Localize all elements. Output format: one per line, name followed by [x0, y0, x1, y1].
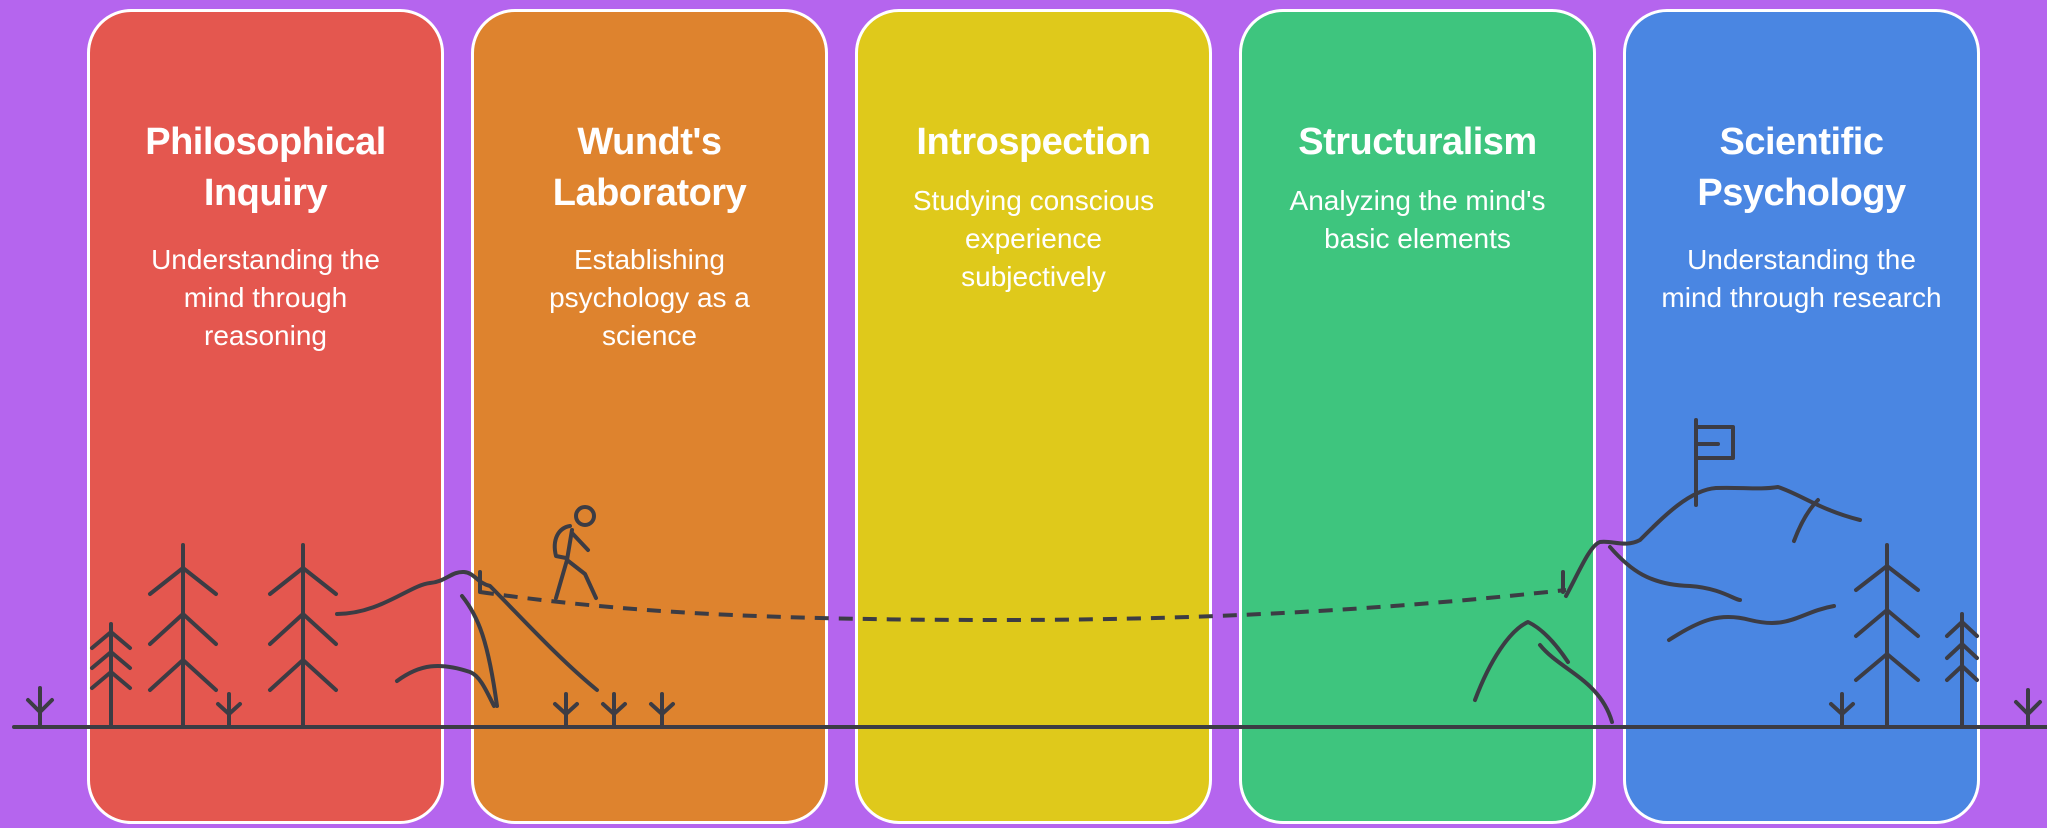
grass-icon [26, 686, 54, 729]
stage-description: Understanding the mind through reasoning [151, 244, 380, 351]
stage-card-introspection: Introspection Studying conscious experie… [855, 9, 1212, 824]
stage-card-philosophical-inquiry: Philosophical Inquiry Understanding the … [87, 9, 444, 824]
stage-card-wundts-laboratory: Wundt's Laboratory Establishing psycholo… [471, 9, 828, 824]
stage-title: Introspection [916, 121, 1151, 163]
stage-title: Wundt's Laboratory [552, 121, 747, 214]
grass-icon [2014, 688, 2042, 729]
stage-description: Analyzing the mind's basic elements [1289, 185, 1546, 254]
stage-title: Scientific Psychology [1697, 121, 1906, 214]
stage-description: Establishing psychology as a science [549, 244, 750, 351]
stage-description: Understanding the mind through research [1661, 244, 1942, 313]
stage-card-scientific-psychology: Scientific Psychology Understanding the … [1623, 9, 1980, 824]
stage-title: Philosophical Inquiry [145, 121, 386, 214]
stage-title: Structuralism [1298, 121, 1537, 163]
stage-card-structuralism: Structuralism Analyzing the mind's basic… [1239, 9, 1596, 824]
stage-description: Studying conscious experience subjective… [912, 185, 1155, 292]
